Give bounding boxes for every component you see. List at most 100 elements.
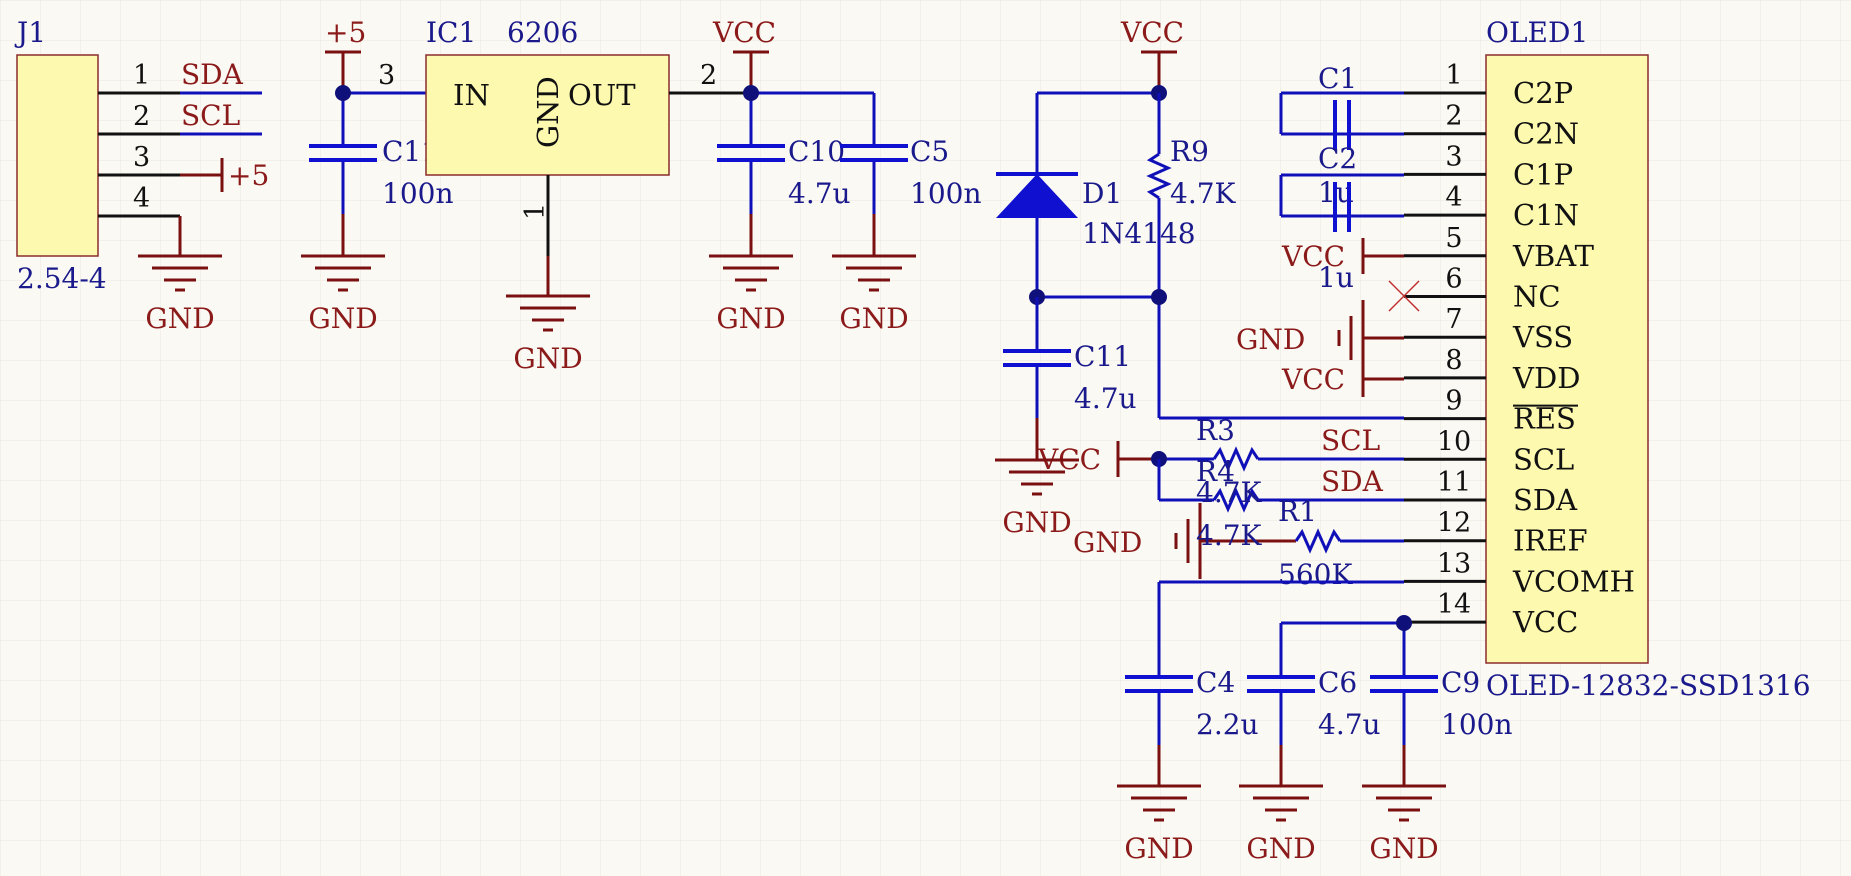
connector-j1[interactable]: J1 2.54-4 1 2 3 4 SDA SCL +5 <box>14 16 269 295</box>
c11a-value: 100n <box>382 177 453 210</box>
gnd-c9-symbol: GND <box>1362 784 1446 865</box>
capacitor-c9[interactable]: C9 100n <box>1370 615 1512 786</box>
gnd-c11a-label: GND <box>308 302 377 335</box>
c6-designator: C6 <box>1318 666 1357 699</box>
r3-value: 4.7K <box>1196 519 1263 552</box>
capacitor-c2[interactable]: C2 1u <box>1279 142 1404 294</box>
oled1-pins: 1C2P2C2N3C1P4C1N5VBAT6NC7VSS8VDD9RES10SC… <box>1404 60 1635 639</box>
c9-value: 100n <box>1441 708 1512 741</box>
oled1-pin-number-8: 8 <box>1445 345 1462 376</box>
r3-designator: R3 <box>1196 414 1235 447</box>
oled-power-feeds: VCC GND VCC <box>1236 238 1420 397</box>
net-label-scl: SCL <box>181 99 240 132</box>
net-label-scl-oled: SCL <box>1321 424 1380 457</box>
oled1-pin-number-13: 13 <box>1437 548 1471 579</box>
oled1-pin-number-1: 1 <box>1445 60 1462 91</box>
c11b-designator: C11 <box>1074 340 1131 373</box>
oled1-pin-number-9: 9 <box>1445 386 1462 417</box>
gnd-c6-label: GND <box>1246 832 1315 865</box>
gnd-c4-symbol: GND <box>1117 784 1201 865</box>
capacitor-c11-input[interactable]: +5 3 C11 100n <box>309 16 453 256</box>
ic1-body <box>425 54 670 176</box>
gnd-label-vss: GND <box>1236 323 1305 356</box>
r4-value: 4.7K <box>1196 476 1263 509</box>
gnd-c11b-symbol: GND <box>995 458 1079 539</box>
oled1-pin-name-vcomh: VCOMH <box>1512 564 1635 598</box>
capacitor-c4[interactable]: C4 2.2u <box>1125 580 1404 786</box>
ic1-gnd-label: GND <box>531 76 565 148</box>
oled-module-oled1[interactable]: OLED1 OLED-12832-SSD1316 1C2P2C2N3C1P4C1… <box>1404 16 1811 702</box>
c9-designator: C9 <box>1441 666 1480 699</box>
oled1-pin-number-5: 5 <box>1445 223 1462 254</box>
vcc-power-label-1: VCC <box>712 16 776 49</box>
capacitor-c10[interactable]: VCC C10 4.7u <box>712 16 874 256</box>
vcc-power-label-2: VCC <box>1120 16 1184 49</box>
gnd-c11b-label: GND <box>1002 506 1071 539</box>
oled1-pin-name-vdd: VDD <box>1512 361 1580 395</box>
c6-value: 4.7u <box>1318 708 1381 741</box>
capacitor-c11-reset[interactable]: C11 4.7u <box>1003 297 1137 460</box>
plus5-label: +5 <box>228 159 269 192</box>
ic1-designator: IC1 <box>426 16 476 49</box>
oled1-pin-number-12: 12 <box>1437 508 1471 539</box>
oled1-value: OLED-12832-SSD1316 <box>1486 669 1811 702</box>
j1-value: 2.54-4 <box>17 262 107 295</box>
resistor-r4[interactable]: R4 4.7K SDA <box>1157 455 1404 513</box>
c11b-value: 4.7u <box>1074 382 1137 415</box>
r9-value: 4.7K <box>1170 177 1237 210</box>
d1-value: 1N4148 <box>1082 217 1196 250</box>
oled1-pin-name-sda: SDA <box>1513 483 1578 517</box>
gnd-c5-label: GND <box>839 302 908 335</box>
oled1-pin-name-c2n: C2N <box>1513 117 1579 151</box>
gnd-ic1-label: GND <box>513 342 582 375</box>
j1-body <box>16 54 99 257</box>
resistor-r1[interactable]: GND 4.7K R1 560K <box>1073 495 1404 591</box>
j1-pin-2: 2 <box>133 101 150 132</box>
gnd-ic1-symbol: GND <box>506 294 590 375</box>
ground-symbols: GND GND GND GND GND GND GND GND GND <box>138 254 1446 865</box>
regulator-ic1[interactable]: IC1 6206 IN OUT GND 1 2 <box>425 16 751 296</box>
ic1-pin-out-number: 2 <box>700 60 717 91</box>
r1-value: 560K <box>1278 558 1353 591</box>
r9-designator: R9 <box>1170 135 1209 168</box>
gnd-j1-label: GND <box>145 302 214 335</box>
oled1-pin-number-4: 4 <box>1445 182 1462 213</box>
oled1-pin-name-vcc: VCC <box>1512 605 1578 639</box>
c4-value: 2.2u <box>1196 708 1259 741</box>
vcc-label-vdd: VCC <box>1281 363 1345 396</box>
c5-value: 100n <box>910 177 981 210</box>
oled1-pin-name-scl: SCL <box>1513 442 1574 476</box>
oled1-pin-number-14: 14 <box>1437 589 1471 620</box>
gnd-c10-label: GND <box>716 302 785 335</box>
oled1-pin-number-7: 7 <box>1445 304 1462 335</box>
gnd-c5-symbol: GND <box>832 254 916 335</box>
oled1-pin-name-vbat: VBAT <box>1512 239 1595 273</box>
oled1-pin-number-6: 6 <box>1445 264 1462 295</box>
gnd-c9-label: GND <box>1369 832 1438 865</box>
oled1-pin-number-3: 3 <box>1445 141 1462 172</box>
net-label-sda: SDA <box>181 58 244 91</box>
oled1-body <box>1485 54 1649 664</box>
diode-d1[interactable]: VCC D1 1N4148 <box>996 16 1196 297</box>
oled1-pin-number-2: 2 <box>1445 101 1462 132</box>
ic1-value: 6206 <box>507 16 578 49</box>
j1-pin-1: 1 <box>133 60 150 91</box>
gnd-c11a-symbol: GND <box>301 254 385 335</box>
gnd-c4-label: GND <box>1124 832 1193 865</box>
c10-designator: C10 <box>788 135 845 168</box>
ic1-out-label: OUT <box>568 78 636 112</box>
oled1-pin-name-c1n: C1N <box>1513 198 1579 232</box>
r4-designator: R4 <box>1196 455 1235 488</box>
oled1-designator: OLED1 <box>1486 16 1588 49</box>
capacitor-c6[interactable]: C6 4.7u <box>1247 621 1404 786</box>
ic1-pin-in-number: 3 <box>378 60 395 91</box>
capacitor-c5[interactable]: C5 100n <box>840 93 981 256</box>
r1-designator: R1 <box>1278 495 1317 528</box>
oled1-pin-number-11: 11 <box>1437 467 1471 498</box>
plus5-power-label: +5 <box>325 16 366 49</box>
vcc-label-vbat: VCC <box>1281 240 1345 273</box>
j1-pin-3: 3 <box>133 142 150 173</box>
c5-designator: C5 <box>910 135 949 168</box>
j1-pin-4: 4 <box>133 183 150 214</box>
